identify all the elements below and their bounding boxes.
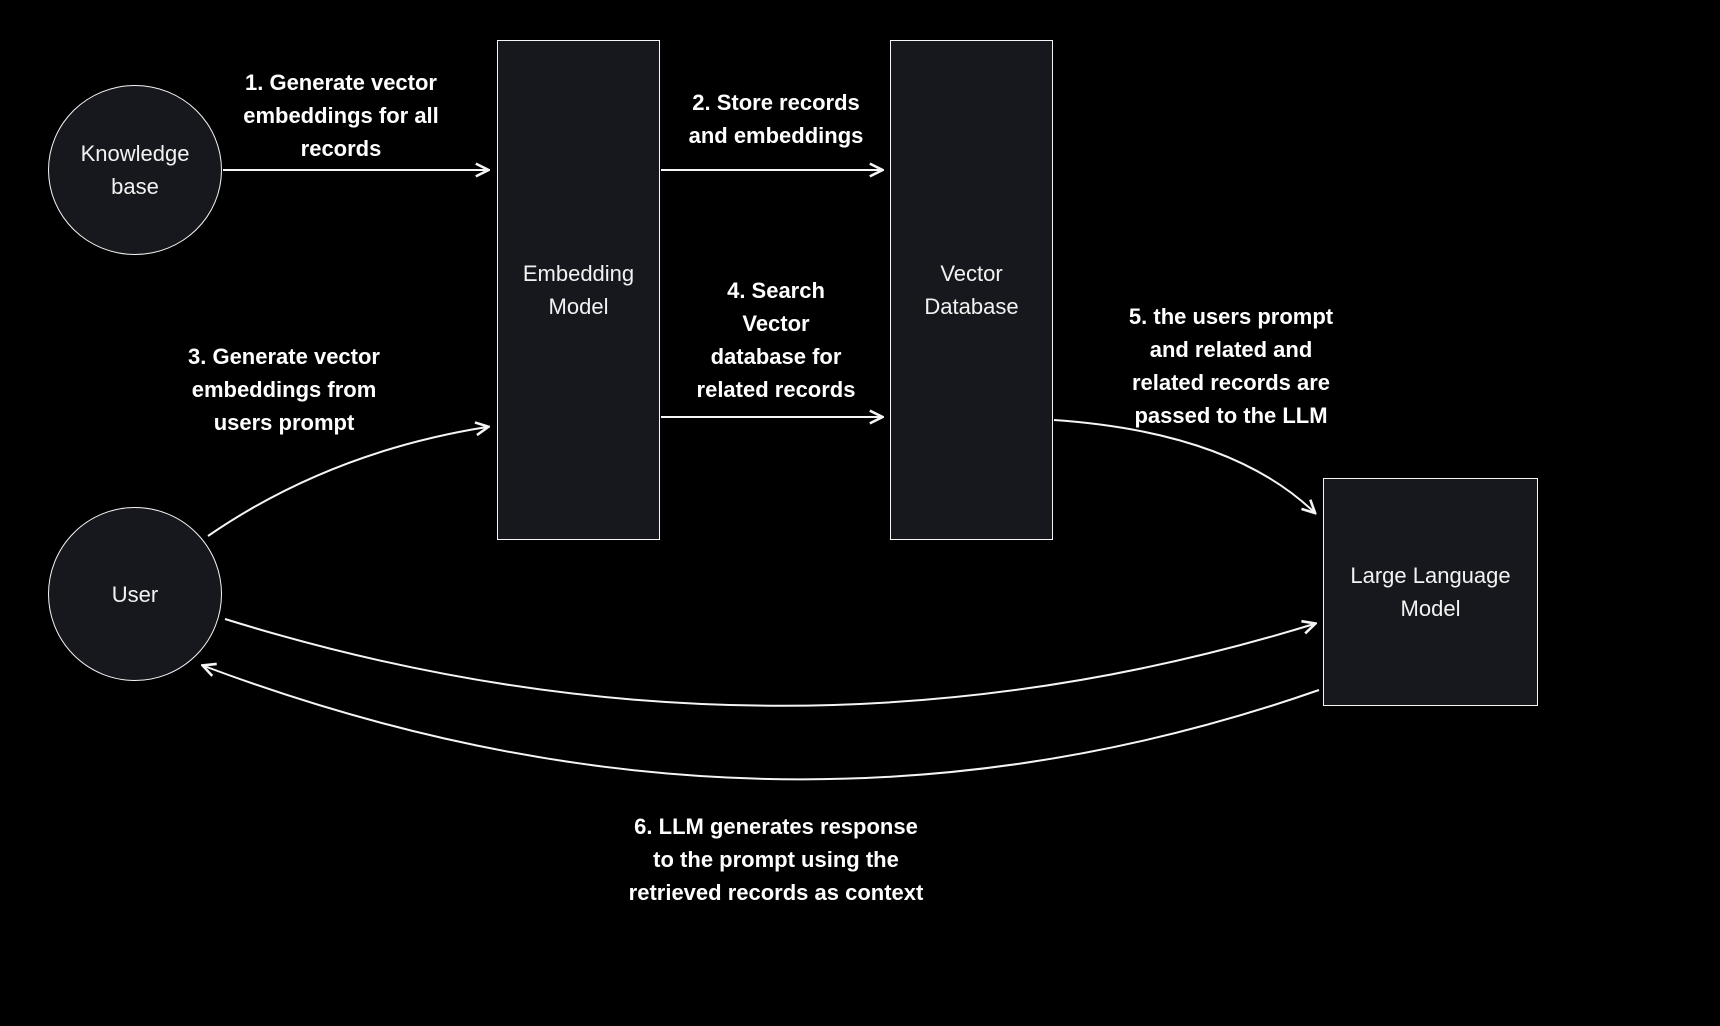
node-user-label: User <box>111 581 159 607</box>
node-knowledge-base-label: Knowledge base <box>80 141 190 199</box>
node-embedding-model: Embedding Model <box>497 40 660 540</box>
node-user: User <box>48 507 222 681</box>
arrow-label-step6: 6. LLM generates response to the prompt … <box>628 814 924 905</box>
node-large-language-model-label: Large Language Model <box>1350 563 1511 621</box>
node-large-language-model: Large Language Model <box>1323 478 1538 706</box>
arrow-llm-to-user <box>204 666 1320 781</box>
arrow-user-to-llm <box>224 618 1314 707</box>
arrow-label-step1: 1. Generate vector embeddings for all re… <box>243 70 439 161</box>
arrow-label-step2: 2. Store records and embeddings <box>688 90 864 148</box>
arrow-vector-db-to-llm <box>1053 419 1314 512</box>
node-embedding-model-label: Embedding Model <box>522 261 635 319</box>
arrow-label-step5: 5. the users prompt and related and rela… <box>1128 304 1334 428</box>
node-vector-database-label: Vector Database <box>924 261 1019 319</box>
node-knowledge-base: Knowledge base <box>48 85 222 255</box>
node-vector-database: Vector Database <box>890 40 1053 540</box>
arrow-label-step4: 4. Search Vector database for related re… <box>696 278 856 402</box>
arrow-label-step3: 3. Generate vector embeddings from users… <box>188 344 380 435</box>
arrow-user-to-embedding <box>207 427 487 537</box>
